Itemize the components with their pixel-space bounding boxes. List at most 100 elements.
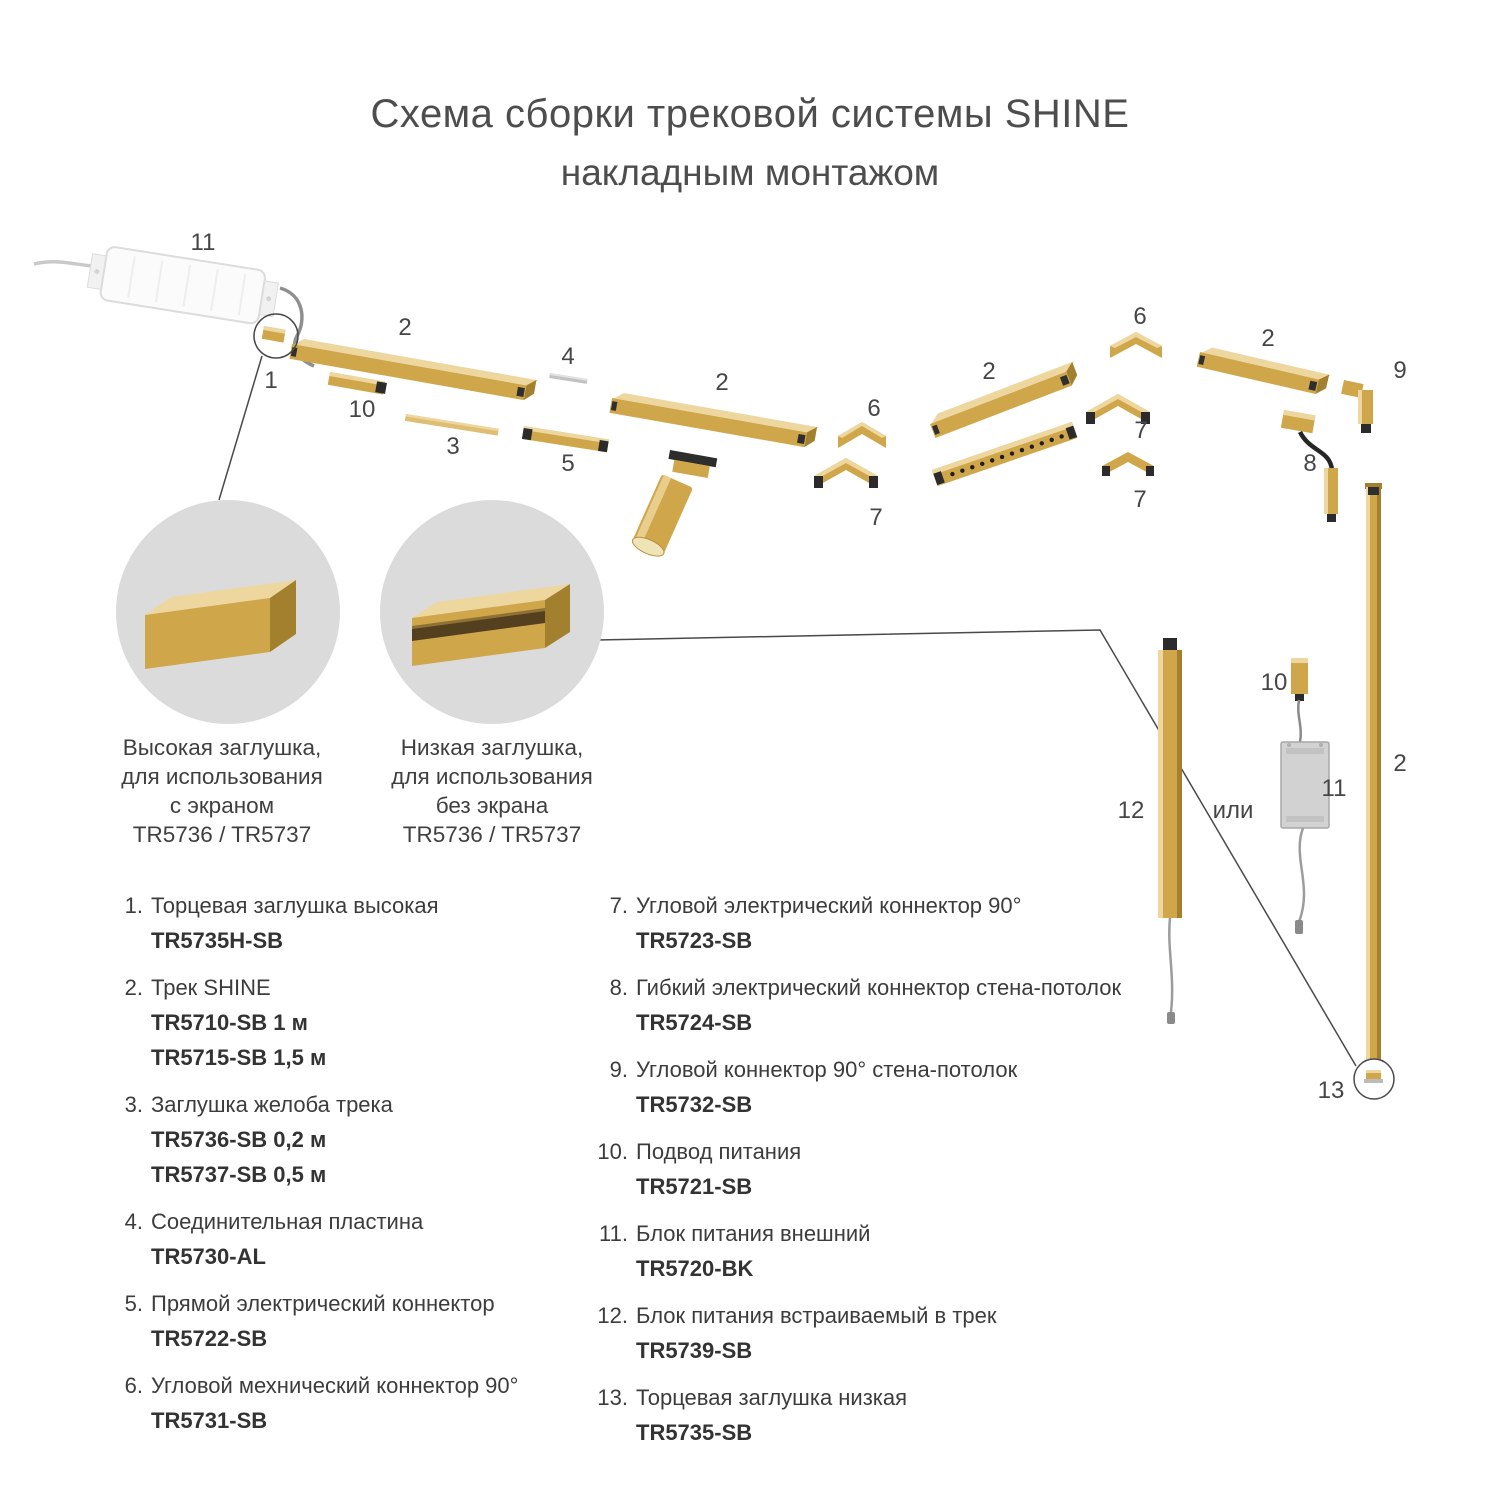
legend-code: TR5722-SB xyxy=(151,1326,268,1351)
legend-name: Торцевая заглушка низкая xyxy=(636,1385,908,1410)
or-label: или xyxy=(1212,797,1254,824)
legend-num: 10. xyxy=(597,1139,628,1164)
legend-code: TR5736-SB 0,2 м xyxy=(151,1127,327,1152)
flex-connector-icon xyxy=(1280,410,1338,522)
legend-item-2: 2.Трек SHINE TR5710-SB 1 м TR5715-SB 1,5… xyxy=(105,970,585,1075)
legend-item-9: 9.Угловой коннектор 90° стена-потолок TR… xyxy=(590,1052,1135,1122)
legend-num: 5. xyxy=(124,1291,143,1316)
legend-name: Гибкий электрический коннектор стена-пот… xyxy=(636,975,1122,1000)
track-icon xyxy=(289,339,539,401)
legend-name: Блок питания внешний xyxy=(636,1221,871,1246)
legend-name: Трек SHINE xyxy=(151,975,271,1000)
power-supply-track-icon xyxy=(1158,638,1182,1024)
legend-column-left: 1. Торцевая заглушка высокая TR5735H-SB 2… xyxy=(105,888,585,1450)
legend-num: 2. xyxy=(124,975,143,1000)
page-subtitle: накладным монтажом xyxy=(560,152,940,193)
callout-3: 3 xyxy=(446,433,460,460)
legend-num: 6. xyxy=(124,1373,143,1398)
corner-elec-connector-icon xyxy=(1102,452,1154,476)
page-title: Схема сборки трековой системы SHINE xyxy=(370,92,1130,136)
legend-item-6: 6. Угловой мехнический коннектор 90° TR57… xyxy=(105,1368,585,1438)
power-feed-icon xyxy=(327,372,387,395)
callout-1: 1 xyxy=(264,367,278,394)
legend-item-11: 11. Блок питания внешний TR5720-BK xyxy=(590,1216,1135,1286)
legend-code: TR5730-AL xyxy=(151,1244,266,1269)
legend-code: TR5720-BK xyxy=(636,1256,754,1281)
legend-item-5: 5. Прямой электрический коннектор TR5722-… xyxy=(105,1286,585,1356)
corner-mech-connector-icon xyxy=(838,422,886,448)
legend-code: TR5731-SB xyxy=(151,1408,268,1433)
callout-2: 2 xyxy=(1393,750,1407,777)
callout-2: 2 xyxy=(398,314,412,341)
corner-elec-connector-icon xyxy=(814,458,878,488)
legend-name: Угловой коннектор 90° стена-потолок xyxy=(636,1057,1018,1082)
legend-num: 13. xyxy=(597,1385,628,1410)
legend-num: 3. xyxy=(124,1092,143,1117)
detail-caption-high-cap: Высокая заглушка, для использования с эк… xyxy=(121,735,323,847)
callout-5: 5 xyxy=(561,450,575,477)
legend-code: TR5735-SB xyxy=(636,1420,753,1445)
callout-4: 4 xyxy=(561,343,575,370)
legend-name: Угловой мехнический коннектор 90° xyxy=(151,1373,519,1398)
callout-12: 12 xyxy=(1117,797,1145,824)
legend-num: 7. xyxy=(609,893,628,918)
detail-caption-low-cap: Низкая заглушка, для использования без э… xyxy=(391,735,593,847)
track-icon xyxy=(609,393,820,448)
legend-name: Прямой электрический коннектор xyxy=(151,1291,495,1316)
legend-name: Блок питания встраиваемый в трек xyxy=(636,1303,997,1328)
callout-2: 2 xyxy=(1261,325,1275,352)
legend-item-4: 4. Соединительная пластина TR5730-AL xyxy=(105,1204,585,1274)
detail-high-cap-icon xyxy=(116,500,340,724)
legend-code: TR5735H-SB xyxy=(151,928,284,953)
legend-code: TR5739-SB xyxy=(636,1338,753,1363)
track-icon xyxy=(1365,483,1382,1085)
legend-num: 12. xyxy=(597,1303,628,1328)
legend-item-12: 12. Блок питания встраиваемый в трек TR57… xyxy=(590,1298,1135,1368)
callout-7: 7 xyxy=(1134,417,1148,444)
callout-10: 10 xyxy=(1260,669,1288,696)
legend-item-8: 8. Гибкий электрический коннектор стена-п… xyxy=(590,970,1135,1040)
legend-num: 4. xyxy=(124,1209,143,1234)
detail-low-cap-icon xyxy=(380,500,604,724)
legend-num: 1. xyxy=(124,893,143,918)
callout-6: 6 xyxy=(867,395,881,422)
callout-2: 2 xyxy=(982,358,996,385)
track-icon xyxy=(1196,347,1332,395)
legend-name: Торцевая заглушка высокая xyxy=(151,893,439,918)
legend-name: Заглушка желоба трека xyxy=(151,1092,393,1117)
legend-item-7: 7.Угловой электрический коннектор 90° TR… xyxy=(590,888,1135,958)
legend-num: 11. xyxy=(599,1221,628,1246)
linear-light-icon xyxy=(932,421,1078,487)
callout-8: 8 xyxy=(1303,450,1317,477)
callout-11: 11 xyxy=(1321,775,1347,802)
legend-name: Угловой электрический коннектор 90° xyxy=(636,893,1022,918)
end-cap-low-icon xyxy=(1353,1058,1395,1100)
callout-2: 2 xyxy=(715,369,729,396)
legend-num: 8. xyxy=(609,975,628,1000)
callout-7: 7 xyxy=(1133,486,1147,513)
legend-code: TR5710-SB 1 м xyxy=(151,1010,308,1035)
legend-item-13: 13. Торцевая заглушка низкая TR5735-SB xyxy=(590,1380,1135,1450)
joining-plate-icon xyxy=(549,373,588,384)
legend-name: Подвод питания xyxy=(636,1139,802,1164)
end-cap-high-icon xyxy=(253,313,299,359)
callout-9: 9 xyxy=(1393,357,1407,384)
legend-code: TR5721-SB xyxy=(636,1174,753,1199)
legend-name: Соединительная пластина xyxy=(151,1209,424,1234)
corner-mech-connector-icon xyxy=(1110,332,1162,358)
legend-num: 9. xyxy=(609,1057,628,1082)
callout-6: 6 xyxy=(1133,303,1147,330)
gutter-cap-icon xyxy=(404,414,499,436)
corner-elec-connector-icon xyxy=(1086,394,1150,424)
power-supply-external-icon xyxy=(1280,741,1330,934)
legend-column-right: 7. Угловой электрический коннектор 90° TR… xyxy=(590,888,1135,1462)
legend-item-3: 3.Заглушка желоба трека TR5736-SB 0,2 м … xyxy=(105,1087,585,1192)
callout-10: 10 xyxy=(348,396,376,423)
callout-11: 11 xyxy=(190,229,216,256)
legend-item-10: 10. Подвод питания TR5721-SB xyxy=(590,1134,1135,1204)
power-feed-icon xyxy=(1291,658,1308,743)
legend-item-1: 1. Торцевая заглушка высокая TR5735H-SB xyxy=(105,888,585,958)
wall-corner-connector-icon xyxy=(1341,380,1373,433)
